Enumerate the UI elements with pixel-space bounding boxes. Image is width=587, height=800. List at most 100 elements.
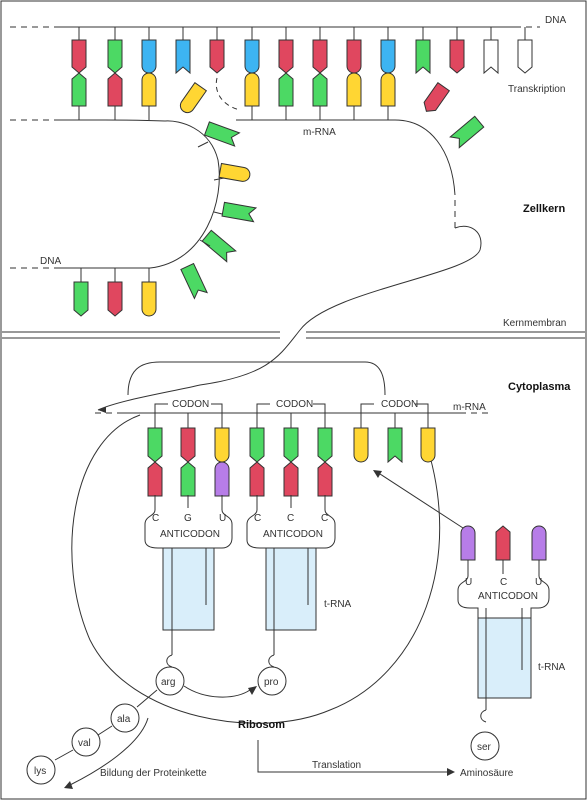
trna-3: U C U ANTICODON t-RNA ser [457, 525, 566, 761]
cyto-mrna-base [353, 427, 369, 463]
cyto-mrna-base [180, 427, 196, 463]
trna-2-hook [268, 654, 275, 668]
membrane-label: Kernmembran [503, 318, 566, 329]
trna-1-hook [166, 654, 173, 668]
dna-bubble-left [58, 120, 220, 269]
nucleus-title: Zellkern [523, 203, 565, 215]
trna-2-anticodon-label: ANTICODON [263, 529, 323, 540]
dna-top-base [415, 39, 431, 75]
cyto-mrna-base [283, 427, 299, 463]
dna-top-base [141, 39, 157, 74]
dna-top-base [517, 39, 533, 74]
dna-bottom-base [107, 281, 123, 317]
mrna-base [141, 72, 157, 107]
trna-3-amino-circle [470, 731, 500, 761]
trna-2: C C C ANTICODON t-RNA pro [246, 495, 352, 696]
trna3-approach-arrow [379, 473, 464, 529]
nucleus-free-bases [73, 82, 485, 317]
dna-bottom-label: DNA [40, 256, 61, 267]
mrna-curve-right [394, 119, 456, 196]
free-base-green-1-shape [203, 121, 241, 147]
cyto-mrna-base [249, 427, 265, 463]
free-base-yellow-2 [218, 162, 251, 182]
trna-2-base-2: C [287, 513, 294, 524]
dna-top-base [71, 39, 87, 74]
free-base-green-3 [201, 229, 237, 263]
trna-3-base-1: U [465, 577, 472, 588]
dna-top-base [312, 39, 328, 74]
translation-arrow [257, 740, 448, 773]
trna-1-base-2: G [184, 513, 192, 524]
protein-chain-arrowhead [64, 781, 73, 789]
mrna-label-nucleus: m-RNA [303, 127, 336, 138]
free-base-yellow-1 [179, 82, 208, 114]
dna-top-base [175, 39, 191, 75]
free-base-green-1 [203, 121, 241, 147]
bubble-stick [213, 177, 225, 181]
arg-to-pro-arrow [183, 685, 251, 698]
trna-3-hook [480, 709, 487, 723]
trna-2-base-1: C [254, 513, 261, 524]
protein-chain-arrow [69, 717, 149, 786]
mrna-left-curve [103, 119, 166, 122]
free-base-green-2 [221, 201, 258, 223]
ribosome-outline [71, 414, 441, 724]
chain-ala-circle [110, 703, 140, 733]
dna-top-base [244, 39, 260, 74]
trna-2-amino-circle [257, 666, 287, 696]
free-base-green-5-shape [449, 115, 485, 149]
trna-anticodon-base [283, 461, 299, 497]
codon3-bracket-left [360, 403, 374, 413]
trna-1-amino-circle [155, 666, 185, 696]
chain-ala: ala [117, 714, 131, 725]
cyto-mrna-base [214, 427, 230, 463]
codon2-bracket-right [313, 403, 326, 413]
cyto-mrna-base [387, 427, 403, 464]
dna-top-base [107, 39, 123, 74]
mrna-base [107, 72, 123, 107]
free-base-yellow-1-shape [179, 82, 208, 114]
transcription-label: Transkription [508, 84, 565, 95]
trna-3-base-3: U [535, 577, 542, 588]
arg-to-pro-arrowhead [248, 686, 257, 695]
trna-1-anticodon-label: ANTICODON [160, 529, 220, 540]
mrna-exit-path [97, 225, 482, 411]
trna-3-label: t-RNA [538, 662, 566, 673]
cytoplasm-title: Cytoplasma [508, 381, 571, 393]
trna-anticodon-base [249, 461, 265, 497]
ribosome-label: Ribosom [238, 719, 285, 731]
mrna-base [244, 72, 260, 107]
trna-anticodon-base [214, 461, 230, 497]
translation-label: Translation [312, 760, 361, 771]
trna-3-base-2: C [500, 577, 507, 588]
chain-link-3 [54, 749, 74, 761]
trna-3-base-shape [460, 525, 476, 561]
trna-1: C G U ANTICODON arg [144, 495, 233, 696]
bubble-stick [199, 239, 211, 247]
mrna-base [380, 72, 396, 107]
free-base-green-4-shape [180, 262, 209, 300]
dna-top-base [483, 39, 499, 75]
codon3-label: CODON [381, 399, 418, 410]
free-base-red-1-shape [423, 82, 451, 112]
codon2-bracket-left [256, 403, 270, 413]
dna-bottom-base [141, 281, 157, 317]
trna-1-base-3: U [219, 513, 226, 524]
trna-1-amino: arg [161, 677, 175, 688]
dna-top-label: DNA [545, 15, 566, 26]
trna-3-base-shape [531, 525, 547, 561]
cyto-mrna-base [317, 427, 333, 463]
protein-chain-label: Bildung der Proteinkette [100, 768, 207, 779]
trna3-approach-arrowhead [373, 470, 382, 478]
dna-top-base [346, 39, 362, 74]
free-base-green-5 [449, 115, 485, 149]
mrna-base [312, 72, 328, 107]
chain-val: val [78, 738, 91, 749]
trna-3-anticodon-label: ANTICODON [478, 591, 538, 602]
ribosome-top-cap [127, 361, 386, 396]
free-base-green-3-shape [201, 229, 237, 263]
free-base-green-2-shape [221, 201, 258, 223]
